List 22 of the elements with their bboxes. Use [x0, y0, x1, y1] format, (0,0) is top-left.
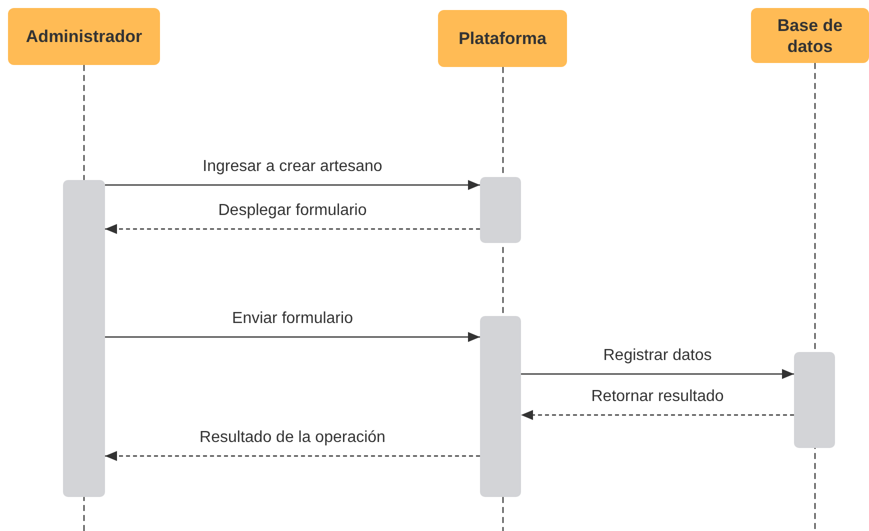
return-arrow [105, 224, 480, 234]
message-label: Resultado de la operación [200, 429, 386, 447]
message-label: Desplegar formulario [218, 202, 367, 220]
activation-bar [794, 352, 835, 448]
message-arrow [105, 332, 480, 342]
participant-box [751, 8, 869, 63]
return-arrow [105, 451, 480, 461]
participant-box [8, 8, 160, 65]
activation-bar [480, 177, 521, 243]
activation-bar [480, 316, 521, 497]
message-label: Enviar formulario [232, 310, 353, 328]
message-label: Retornar resultado [591, 388, 724, 406]
return-arrow [521, 410, 794, 420]
message-arrow [105, 180, 480, 190]
participant-name: Base de datos [776, 14, 844, 56]
participant-box [438, 10, 567, 67]
message-label: Registrar datos [603, 347, 712, 365]
participant-name: Plataforma [458, 28, 546, 49]
activation-bar [63, 180, 105, 497]
participant-name: Administrador [26, 26, 142, 47]
message-arrow [521, 369, 794, 379]
message-label: Ingresar a crear artesano [202, 158, 382, 176]
